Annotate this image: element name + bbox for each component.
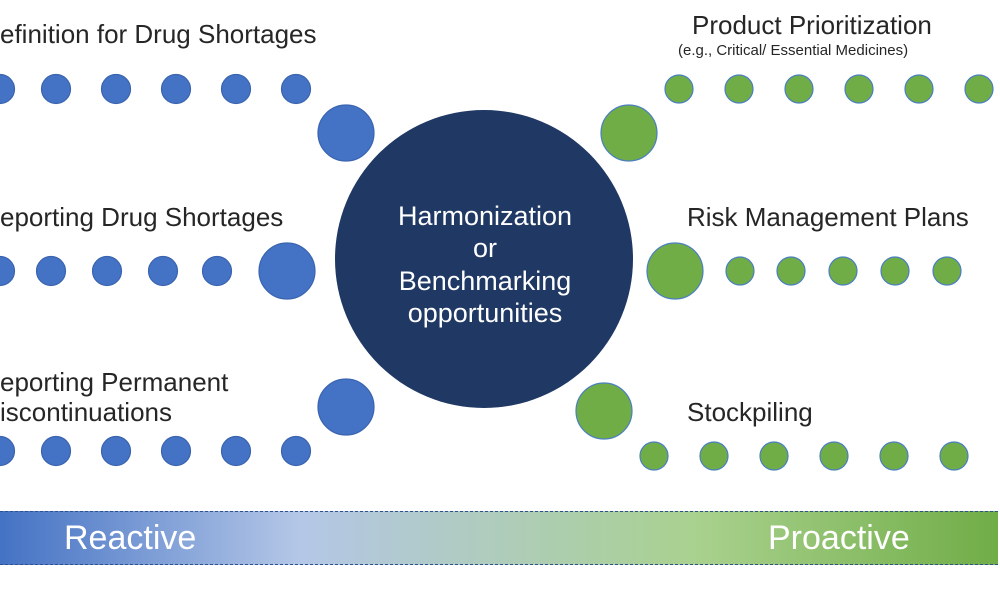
right-row-2-dot — [776, 256, 806, 286]
left-row-2-connector-node — [258, 242, 316, 300]
left-row-3-dot — [280, 435, 312, 467]
reactive-proactive-band — [0, 511, 998, 565]
hub-label: Harmonization or Benchmarking opportunit… — [335, 200, 635, 330]
right-row-2-connector-node — [646, 242, 704, 300]
left-row-1-dot — [100, 73, 132, 105]
right-item-label-risk-management: Risk Management Plans — [687, 202, 969, 232]
left-row-2-dot — [35, 255, 67, 287]
right-row-3-dot — [759, 441, 789, 471]
right-row-3-dot — [939, 441, 969, 471]
left-row-3-dot — [100, 435, 132, 467]
left-row-3-connector-node — [317, 378, 375, 436]
right-row-1-dot — [964, 74, 994, 104]
left-row-1-dot — [280, 73, 312, 105]
hub-label-line: Harmonization — [397, 201, 573, 231]
left-item-label-reporting-discontinuations-line2: iscontinuations — [0, 397, 172, 427]
hub-label-line: opportunities — [407, 298, 563, 329]
hub-label-line: or — [472, 233, 497, 264]
left-item-label-reporting-discontinuations: eporting Permanent — [0, 367, 229, 397]
right-row-2-dot — [828, 256, 858, 286]
left-row-1-connector-node — [317, 104, 375, 162]
right-row-3-dot — [699, 441, 729, 471]
left-row-1-dot — [40, 73, 72, 105]
right-item-label-stockpiling: Stockpiling — [687, 397, 813, 427]
right-item-sublabel-critical-medicines: (e.g., Critical/ Essential Medicines) — [678, 42, 909, 59]
right-row-1-dot — [724, 74, 754, 104]
hub-circle — [335, 110, 633, 408]
right-item-label-product-prioritization: Product Prioritization — [692, 10, 932, 40]
right-row-1-dot — [784, 74, 814, 104]
left-row-2-dot — [0, 255, 16, 287]
left-row-2-dot — [91, 255, 123, 287]
left-item-label-reporting-shortages: eporting Drug Shortages — [0, 202, 284, 232]
right-row-2-dot — [725, 256, 755, 286]
right-row-3-dot — [639, 441, 669, 471]
right-row-2-dot — [932, 256, 962, 286]
right-row-3-dot — [819, 441, 849, 471]
right-row-1-dot — [664, 74, 694, 104]
left-row-2-dot — [201, 255, 233, 287]
hub-label-line: Benchmarking — [398, 265, 572, 296]
left-row-3-dot — [40, 435, 72, 467]
left-row-3-dot — [0, 435, 16, 467]
left-row-1-dot — [0, 73, 16, 105]
left-item-label-definition: efinition for Drug Shortages — [0, 19, 317, 49]
right-row-1-dot — [844, 74, 874, 104]
right-row-3-connector-node — [575, 382, 633, 440]
band-label-proactive: Proactive — [768, 519, 910, 557]
left-row-1-dot — [220, 73, 252, 105]
left-row-1-dot — [160, 73, 192, 105]
left-row-3-dot — [160, 435, 192, 467]
right-row-3-dot — [879, 441, 909, 471]
right-row-2-dot — [880, 256, 910, 286]
band-label-reactive: Reactive — [64, 519, 197, 557]
left-row-2-dot — [147, 255, 179, 287]
right-row-1-dot — [904, 74, 934, 104]
right-row-1-connector-node — [600, 104, 658, 162]
left-row-3-dot — [220, 435, 252, 467]
